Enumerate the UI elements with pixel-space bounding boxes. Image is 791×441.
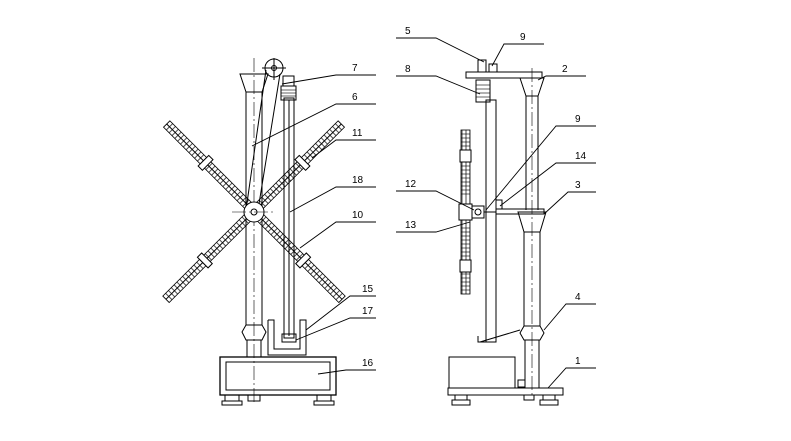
label-4: 4 bbox=[575, 292, 581, 303]
label-1: 1 bbox=[575, 356, 581, 367]
u-bracket bbox=[267, 319, 307, 356]
label-7: 7 bbox=[352, 63, 358, 74]
label-17: 17 bbox=[362, 306, 374, 317]
side-rack bbox=[458, 129, 485, 295]
label-9-top: 9 bbox=[520, 32, 526, 43]
reference-labels: 7 6 11 18 10 15 17 16 5 9 2 8 9 14 3 12 … bbox=[352, 26, 587, 369]
label-16: 16 bbox=[362, 358, 374, 369]
base-box bbox=[219, 356, 337, 406]
base-plate bbox=[447, 356, 564, 406]
label-10: 10 bbox=[352, 210, 364, 221]
label-8: 8 bbox=[405, 64, 411, 75]
guide-rail bbox=[280, 75, 297, 339]
label-13: 13 bbox=[405, 220, 417, 231]
side-view bbox=[447, 59, 564, 406]
side-column bbox=[465, 68, 547, 398]
leader-lines bbox=[251, 37, 596, 389]
label-14: 14 bbox=[575, 151, 587, 162]
label-9-mid: 9 bbox=[575, 114, 581, 125]
label-15: 15 bbox=[362, 284, 374, 295]
main-column bbox=[239, 58, 269, 405]
slider-bar bbox=[475, 59, 521, 343]
label-18: 18 bbox=[352, 175, 364, 186]
label-3: 3 bbox=[575, 180, 581, 191]
front-view bbox=[162, 58, 346, 406]
label-11: 11 bbox=[352, 128, 363, 139]
top-pulley bbox=[245, 58, 286, 211]
label-12: 12 bbox=[405, 179, 417, 190]
label-2: 2 bbox=[562, 64, 568, 75]
center-hub bbox=[232, 201, 276, 223]
label-6: 6 bbox=[352, 92, 358, 103]
label-5: 5 bbox=[405, 26, 411, 37]
